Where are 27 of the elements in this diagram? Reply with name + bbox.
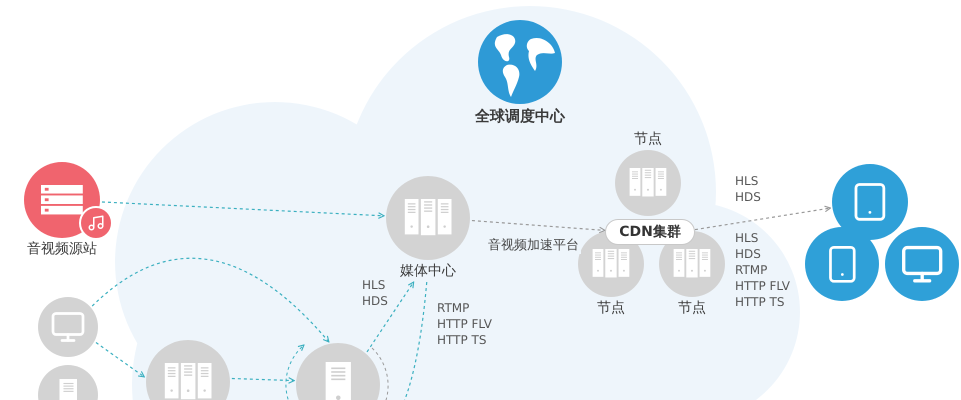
arrow [232, 377, 295, 384]
node-label: 节点 [678, 299, 706, 318]
cluster-label: CDN集群 [605, 219, 695, 245]
protocol-label: HTTP FLV [735, 278, 790, 294]
protocol-label: HTTP FLV [437, 316, 492, 332]
node-label: 音视频源站 [27, 240, 97, 259]
node-label: 节点 [597, 299, 625, 318]
node-label: 媒体中心 [400, 262, 456, 281]
protocol-label: HLS [735, 173, 758, 189]
protocol-label: HLS [362, 277, 386, 293]
edge-label: 音视频加速平台 [486, 236, 581, 254]
arrow [102, 201, 385, 219]
protocol-label: HDS [362, 293, 388, 309]
arrow [92, 258, 330, 343]
arrow [694, 206, 832, 230]
protocol-label: HTTP TS [735, 294, 784, 310]
protocol-label: HDS [735, 189, 761, 205]
node-label: 节点 [634, 130, 662, 149]
arrow [366, 281, 414, 352]
arrow [472, 220, 606, 234]
protocol-label: HDS [735, 246, 761, 262]
arrow [96, 342, 145, 378]
protocol-label: HLS [735, 230, 758, 246]
protocol-label: HTTP TS [437, 332, 486, 348]
node-label: 全球调度中心 [475, 106, 565, 127]
protocol-label: RTMP [437, 300, 470, 316]
protocol-label: RTMP [735, 262, 768, 278]
